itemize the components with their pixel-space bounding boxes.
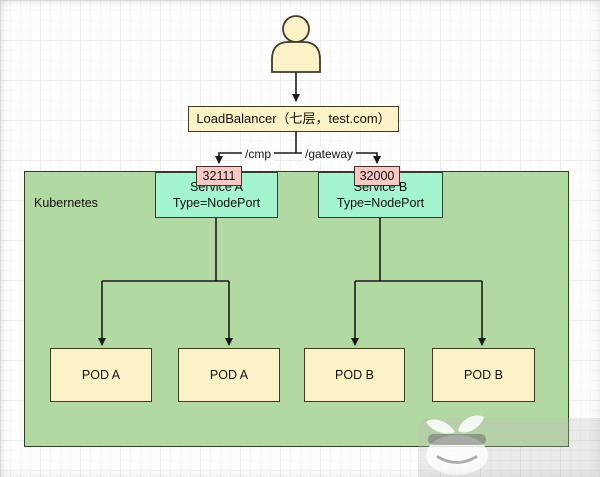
pod-b-node-2: POD B bbox=[432, 348, 535, 402]
service-a-port-badge: 32111 bbox=[196, 166, 242, 186]
load-balancer-label: LoadBalancer（七层，test.com） bbox=[196, 110, 391, 126]
kubernetes-cluster-label: Kubernetes bbox=[34, 196, 98, 210]
pod-b-node-1: POD B bbox=[304, 348, 405, 402]
route-label-gateway: /gateway bbox=[301, 147, 357, 161]
pod-a-node-1: POD A bbox=[50, 348, 152, 402]
service-a-type: Type=NodePort bbox=[172, 196, 261, 210]
user-icon bbox=[271, 15, 321, 73]
route-label-cmp: /cmp bbox=[241, 147, 275, 161]
kubernetes-cluster-box bbox=[24, 171, 569, 447]
load-balancer-node: LoadBalancer（七层，test.com） bbox=[188, 106, 399, 132]
service-b-type: Type=NodePort bbox=[336, 196, 425, 210]
pod-a-node-2: POD A bbox=[178, 348, 280, 402]
service-b-port-badge: 32000 bbox=[354, 166, 400, 186]
